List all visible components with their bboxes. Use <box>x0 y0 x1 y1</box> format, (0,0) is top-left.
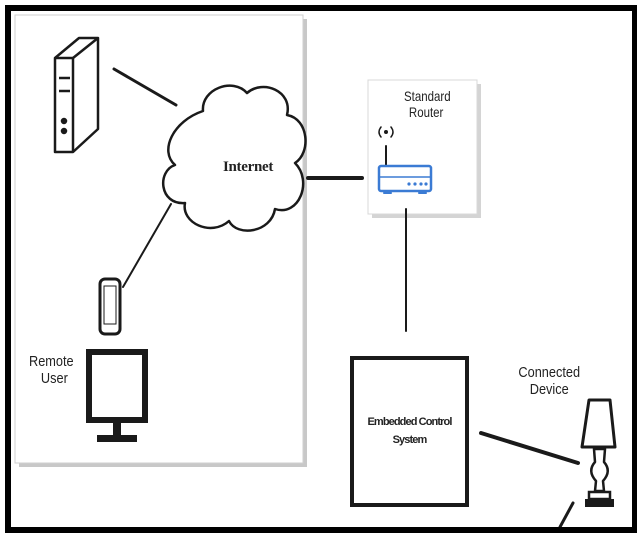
smartphone-icon <box>98 277 122 336</box>
phone-internet-link <box>122 203 172 288</box>
remote-user-label-line2: User <box>40 370 68 388</box>
router-icon <box>377 126 433 194</box>
router-label: Standard Router <box>404 88 460 120</box>
lamp-icon <box>580 398 617 507</box>
cloud-icon <box>161 84 307 232</box>
server-internet-link <box>112 67 178 107</box>
router-label-line1: Standard <box>404 88 451 104</box>
connected-device-label-line2: Device <box>529 381 569 399</box>
remote-user-label: Remote User <box>29 353 83 388</box>
embedded-control-system-box <box>350 356 469 507</box>
server-icon <box>53 36 100 154</box>
connected-device-label: Connected Device <box>511 364 588 399</box>
network-diagram <box>14 14 617 527</box>
ecs-label-line1: Embedded Control <box>367 416 453 428</box>
remote-user-label-line1: Remote <box>29 353 74 370</box>
embedded-control-system-label: Embedded Control System <box>354 416 465 446</box>
connected-device-label-line1: Connected <box>518 364 581 381</box>
ecs-label-line2: System <box>392 433 428 446</box>
diagram-frame: Internet Standard Router Remote User Con… <box>5 5 637 533</box>
device-tail-link <box>558 501 575 527</box>
monitor-icon <box>86 349 148 442</box>
ecs-device-link <box>479 431 580 465</box>
router-label-line2: Router <box>408 104 444 121</box>
internet-label: Internet <box>222 159 274 175</box>
